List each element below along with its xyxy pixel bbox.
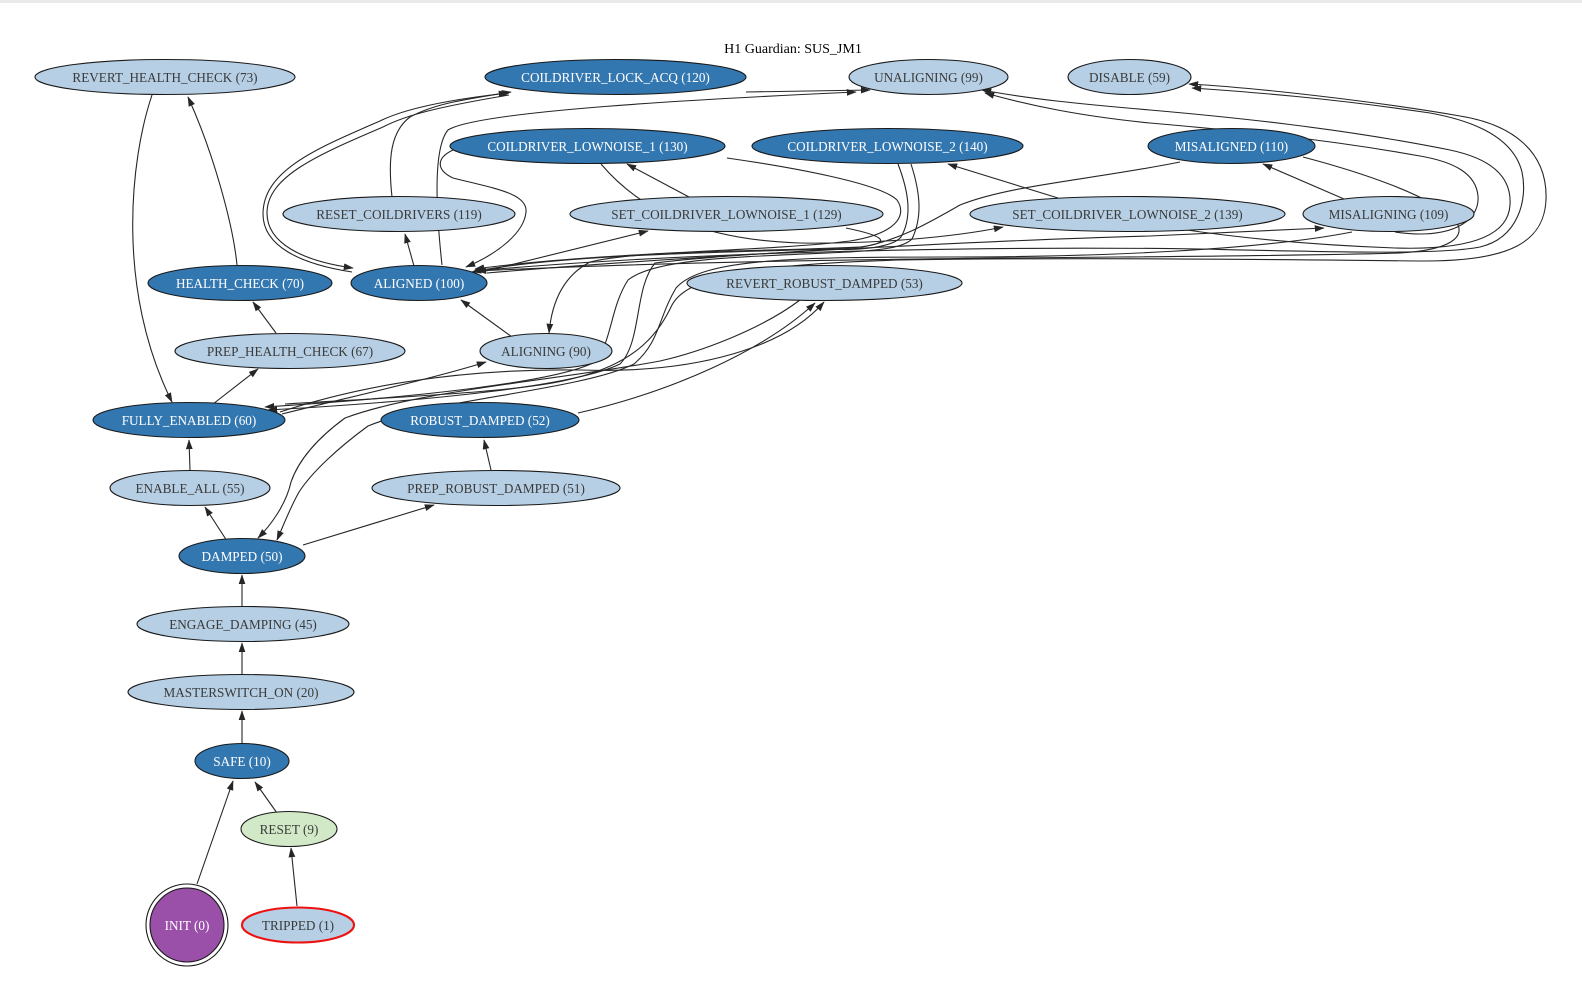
svg-text:RESET_COILDRIVERS (119): RESET_COILDRIVERS (119) [316,207,481,222]
svg-text:MISALIGNING (109): MISALIGNING (109) [1329,207,1449,222]
svg-text:REVERT_HEALTH_CHECK (73): REVERT_HEALTH_CHECK (73) [72,70,257,85]
svg-text:ROBUST_DAMPED (52): ROBUST_DAMPED (52) [410,413,550,428]
svg-text:SET_COILDRIVER_LOWNOISE_2 (139: SET_COILDRIVER_LOWNOISE_2 (139) [1012,207,1242,222]
svg-text:PREP_ROBUST_DAMPED (51): PREP_ROBUST_DAMPED (51) [407,481,585,496]
svg-text:FULLY_ENABLED (60): FULLY_ENABLED (60) [122,413,257,428]
svg-text:DAMPED (50): DAMPED (50) [202,549,283,564]
svg-text:SAFE (10): SAFE (10) [213,754,271,769]
svg-text:HEALTH_CHECK (70): HEALTH_CHECK (70) [176,276,304,291]
svg-text:ALIGNED (100): ALIGNED (100) [374,276,464,291]
svg-text:TRIPPED (1): TRIPPED (1) [262,918,334,933]
svg-text:ENABLE_ALL (55): ENABLE_ALL (55) [135,481,244,496]
svg-text:MASTERSWITCH_ON (20): MASTERSWITCH_ON (20) [164,685,319,700]
svg-text:RESET (9): RESET (9) [260,822,319,837]
svg-text:INIT (0): INIT (0) [165,918,210,933]
svg-text:ENGAGE_DAMPING (45): ENGAGE_DAMPING (45) [169,617,317,632]
svg-text:DISABLE (59): DISABLE (59) [1089,70,1170,85]
svg-text:COILDRIVER_LOCK_ACQ (120): COILDRIVER_LOCK_ACQ (120) [521,70,710,85]
svg-text:COILDRIVER_LOWNOISE_1 (130): COILDRIVER_LOWNOISE_1 (130) [487,139,687,154]
svg-text:COILDRIVER_LOWNOISE_2 (140): COILDRIVER_LOWNOISE_2 (140) [787,139,987,154]
svg-text:SET_COILDRIVER_LOWNOISE_1 (129: SET_COILDRIVER_LOWNOISE_1 (129) [611,207,841,222]
svg-text:MISALIGNED (110): MISALIGNED (110) [1175,139,1288,154]
svg-text:H1 Guardian: SUS_JM1: H1 Guardian: SUS_JM1 [724,42,862,57]
svg-text:ALIGNING (90): ALIGNING (90) [501,344,591,359]
svg-text:PREP_HEALTH_CHECK (67): PREP_HEALTH_CHECK (67) [207,344,373,359]
svg-text:REVERT_ROBUST_DAMPED (53): REVERT_ROBUST_DAMPED (53) [726,276,923,291]
svg-text:UNALIGNING (99): UNALIGNING (99) [874,70,983,85]
